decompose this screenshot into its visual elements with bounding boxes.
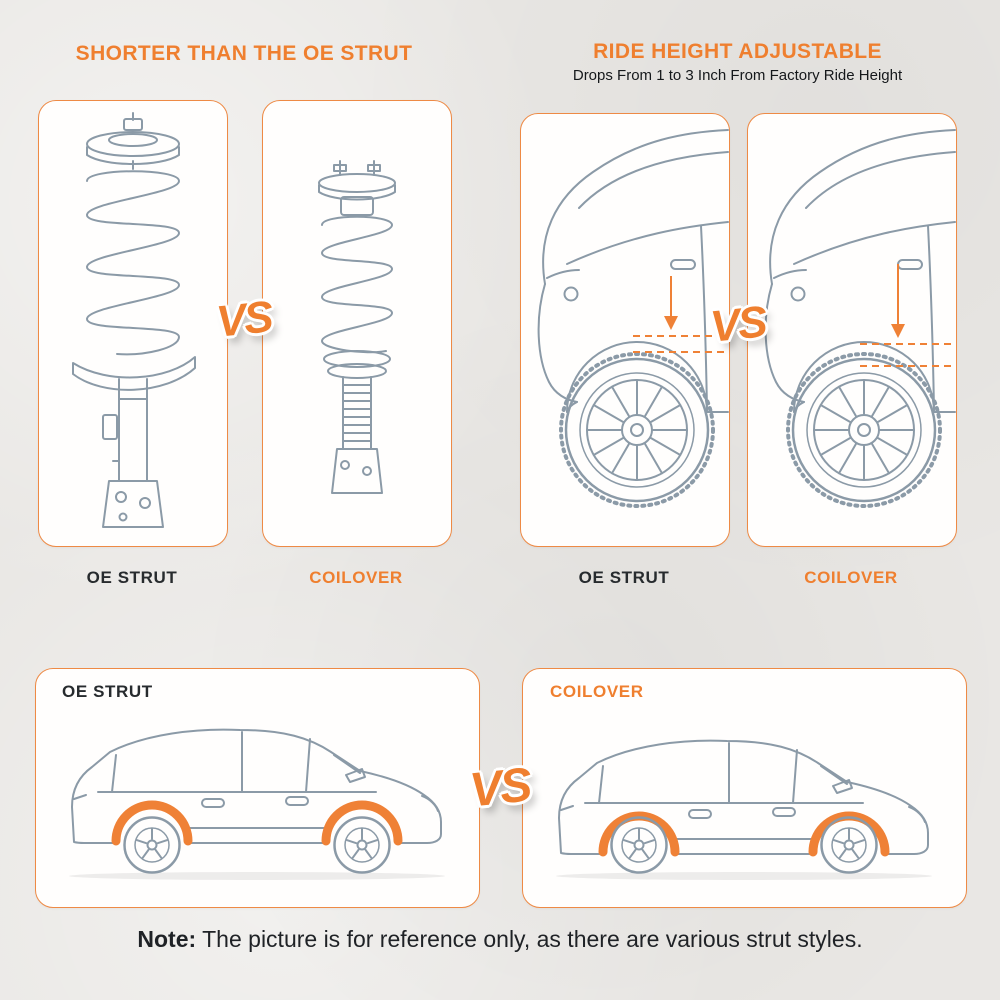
note-bold: Note: bbox=[137, 926, 197, 952]
ride-drop-annotation bbox=[860, 264, 955, 367]
oe-strut-illustration bbox=[72, 112, 196, 528]
ride-height-section-title: RIDE HEIGHT ADJUSTABLE bbox=[593, 40, 882, 63]
rear-wheel bbox=[123, 816, 181, 874]
car-body bbox=[71, 728, 442, 846]
vs-badge: VS bbox=[467, 758, 533, 818]
shorter-section-title: SHORTER THAN THE OE STRUT bbox=[75, 42, 413, 65]
ride-drop-annotation bbox=[633, 276, 728, 353]
front-wheel bbox=[820, 816, 878, 874]
note: Note: The picture is for reference only,… bbox=[0, 926, 1000, 953]
oe-strut-caption: OE STRUT bbox=[86, 568, 178, 587]
car-side-oe-illustration bbox=[69, 728, 445, 880]
oe-strut-panel bbox=[38, 100, 228, 547]
bottom-oe-label: OE STRUT bbox=[62, 682, 153, 701]
vs-badge: VS bbox=[214, 292, 274, 347]
vs-badge: VS bbox=[708, 297, 768, 352]
coilover-panel bbox=[262, 100, 452, 547]
ride-oe-panel bbox=[520, 113, 730, 547]
bottom-coilover-label: COILOVER bbox=[550, 682, 644, 701]
car-side-coilover-illustration bbox=[556, 739, 932, 880]
car-rear-coilover-illustration bbox=[764, 129, 956, 508]
rear-wheel bbox=[610, 816, 668, 874]
car-body-lowered bbox=[558, 739, 929, 857]
car-comparison-oe-box bbox=[35, 668, 480, 908]
ride-coilover-caption: COILOVER bbox=[804, 568, 898, 587]
ride-height-subtitle: Drops From 1 to 3 Inch From Factory Ride… bbox=[572, 67, 903, 84]
note-text: The picture is for reference only, as th… bbox=[196, 926, 863, 952]
car-rear-oe-illustration bbox=[537, 129, 729, 508]
coilover-caption: COILOVER bbox=[309, 568, 403, 587]
front-wheel bbox=[333, 816, 391, 874]
coilover-illustration bbox=[318, 160, 396, 494]
ride-coilover-panel bbox=[747, 113, 957, 547]
car-comparison-coilover-box bbox=[522, 668, 967, 908]
ride-oe-caption: OE STRUT bbox=[578, 568, 670, 587]
